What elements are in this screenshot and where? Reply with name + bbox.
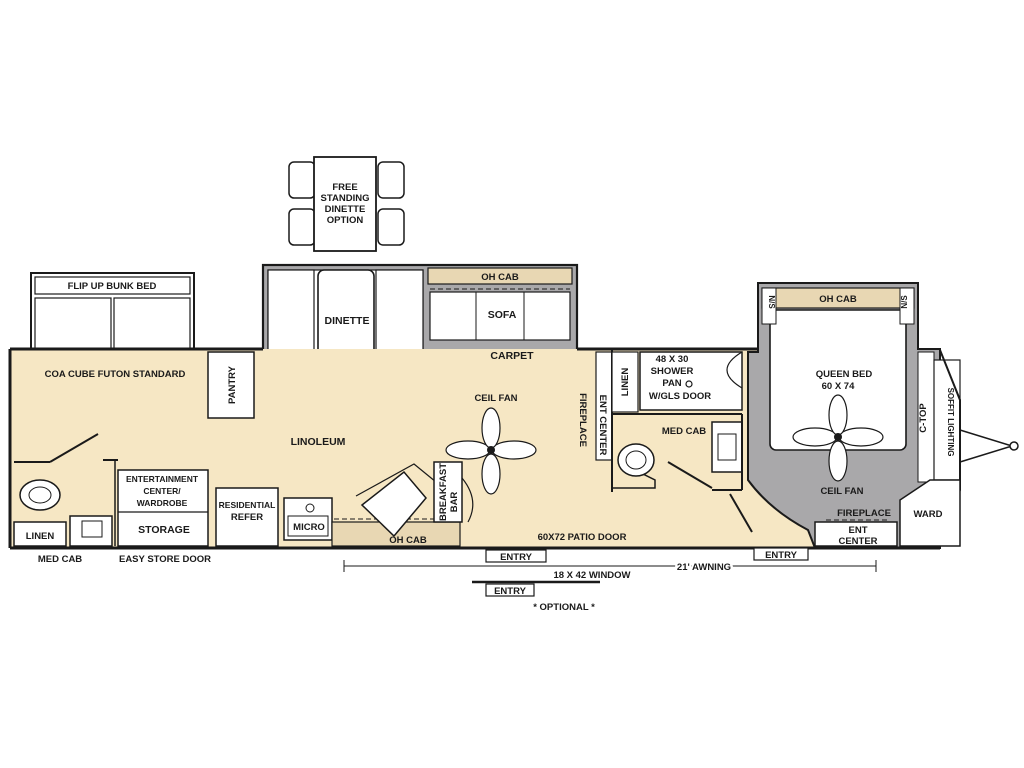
- label-shower-2: SHOWER: [651, 366, 694, 377]
- label-storage: STORAGE: [138, 524, 190, 536]
- label-ent-center-bed-1: ENT: [849, 525, 868, 536]
- living-slideout: [261, 263, 579, 363]
- label-bar: BAR: [449, 492, 460, 513]
- label-awning: 21' AWNING: [677, 562, 731, 573]
- label-queen-1: QUEEN BED: [816, 369, 873, 380]
- label-breakfast: BREAKFAST: [438, 463, 449, 521]
- label-residential-1: RESIDENTIAL: [219, 500, 276, 510]
- label-micro: MICRO: [293, 522, 325, 533]
- left-bath: [13, 433, 118, 547]
- label-ent-wardrobe-1: ENTERTAINMENT: [126, 474, 199, 484]
- label-ent-wardrobe-2: CENTER/: [143, 486, 181, 496]
- label-ns-left: N/S: [767, 295, 776, 309]
- label-standing: STANDING: [321, 193, 370, 204]
- label-oh-cab-top: OH CAB: [481, 272, 519, 283]
- label-shower-3: PAN: [662, 378, 681, 389]
- kitchen-fixtures: [117, 351, 613, 547]
- label-easy-store: EASY STORE DOOR: [119, 554, 211, 565]
- label-fireplace-vert: FIREPLACE: [577, 393, 588, 447]
- label-ent-wardrobe-3: WARDROBE: [137, 498, 188, 508]
- label-residential-2: REFER: [231, 512, 263, 523]
- label-med-cab-left: MED CAB: [38, 554, 82, 565]
- entry-doors: [343, 547, 877, 597]
- label-c-top: C-TOP: [918, 403, 929, 433]
- label-carpet: CARPET: [490, 350, 534, 362]
- dinette-chair: [288, 161, 316, 199]
- label-sofa: SOFA: [488, 309, 517, 321]
- dinette-chair: [288, 208, 316, 246]
- bedroom-front: [814, 479, 961, 547]
- label-dinette-opt: DINETTE: [325, 204, 366, 215]
- label-pantry: PANTRY: [227, 365, 238, 404]
- label-option: OPTION: [327, 215, 364, 226]
- label-dinette: DINETTE: [325, 315, 370, 327]
- label-fireplace-bed: FIREPLACE: [837, 508, 891, 519]
- label-ceil-fan: CEIL FAN: [474, 393, 517, 404]
- label-entry-bed: ENTRY: [765, 550, 798, 561]
- label-linen-left: LINEN: [26, 531, 55, 542]
- label-coa-cube: COA CUBE FUTON STANDARD: [45, 369, 186, 380]
- dinette-chair: [377, 161, 405, 199]
- label-shower-1: 48 X 30: [656, 354, 689, 365]
- label-shower-4: W/GLS DOOR: [649, 391, 711, 402]
- label-free: FREE: [332, 182, 357, 193]
- label-queen-2: 60 X 74: [822, 381, 855, 392]
- label-linen-vert: LINEN: [620, 368, 631, 397]
- label-flip-up-bunk: FLIP UP BUNK BED: [68, 281, 157, 292]
- label-ent-center-bed-2: CENTER: [838, 536, 877, 547]
- label-entry-optional: ENTRY: [494, 586, 527, 597]
- labels: FREE STANDING DINETTE OPTION FLIP UP BUN…: [26, 182, 955, 613]
- middle-bath: [611, 349, 753, 533]
- label-oh-cab-kitchen: OH CAB: [389, 535, 427, 546]
- ceiling-fan-icon: [792, 394, 884, 482]
- label-linoleum: LINOLEUM: [291, 436, 346, 448]
- label-med-cab-bath: MED CAB: [662, 426, 706, 437]
- dinette-chair: [377, 208, 405, 246]
- label-ceil-fan-bed: CEIL FAN: [820, 486, 863, 497]
- label-ns-right: N/S: [900, 295, 909, 309]
- label-window: 18 X 42 WINDOW: [553, 570, 630, 581]
- label-soffit: SOFFIT LIGHTING: [946, 388, 955, 457]
- dinette-table: [313, 156, 377, 252]
- label-ent-center-vert: ENT CENTER: [597, 395, 608, 456]
- label-optional: * OPTIONAL *: [533, 602, 595, 613]
- ceiling-fan-icon: [445, 407, 537, 495]
- label-ward: WARD: [913, 509, 942, 520]
- free-standing-dinette: [288, 156, 405, 252]
- label-oh-cab-bed: OH CAB: [819, 294, 857, 305]
- label-entry-main: ENTRY: [500, 552, 533, 563]
- label-patio-door: 60X72 PATIO DOOR: [538, 532, 627, 543]
